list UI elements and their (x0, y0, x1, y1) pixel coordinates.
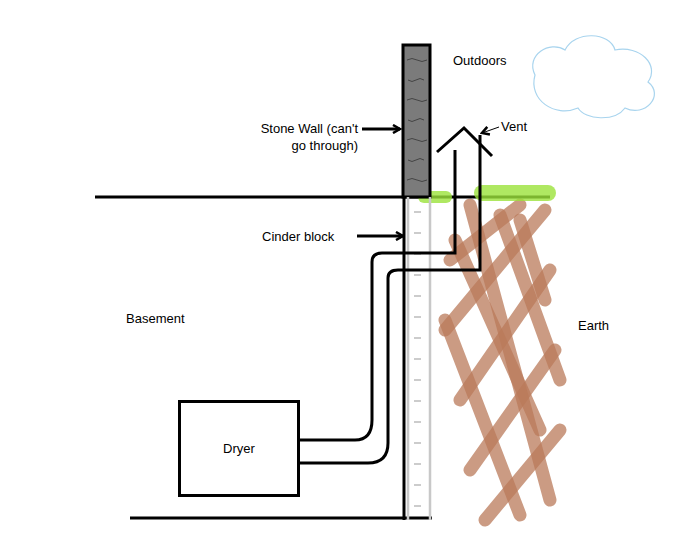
basement-wall (403, 197, 406, 520)
place-label: Earth (578, 317, 609, 334)
dryer-box: Dryer (178, 400, 300, 497)
vent-pipe (300, 135, 480, 463)
block-joints (414, 212, 421, 506)
cinder-block (429, 197, 432, 520)
cloud (533, 36, 655, 118)
stone-wall (403, 45, 430, 197)
callout-label: Stone Wall (can't go through) (258, 120, 358, 154)
pointer-arrow (357, 235, 403, 238)
node-text: Dryer (223, 441, 255, 456)
basement-floor (130, 517, 432, 520)
callout-label: Vent (501, 118, 527, 135)
grass-mark (482, 185, 548, 201)
place-label: Basement (126, 310, 185, 327)
pointer-arrow (362, 128, 400, 131)
cinder-block (407, 197, 410, 520)
stone-texture (407, 59, 427, 182)
callout-label: Cinder block (262, 228, 334, 245)
earth-hatch (445, 205, 560, 520)
leader-line (482, 127, 499, 133)
vent-pipe (300, 150, 455, 440)
place-label: Outdoors (453, 52, 506, 69)
